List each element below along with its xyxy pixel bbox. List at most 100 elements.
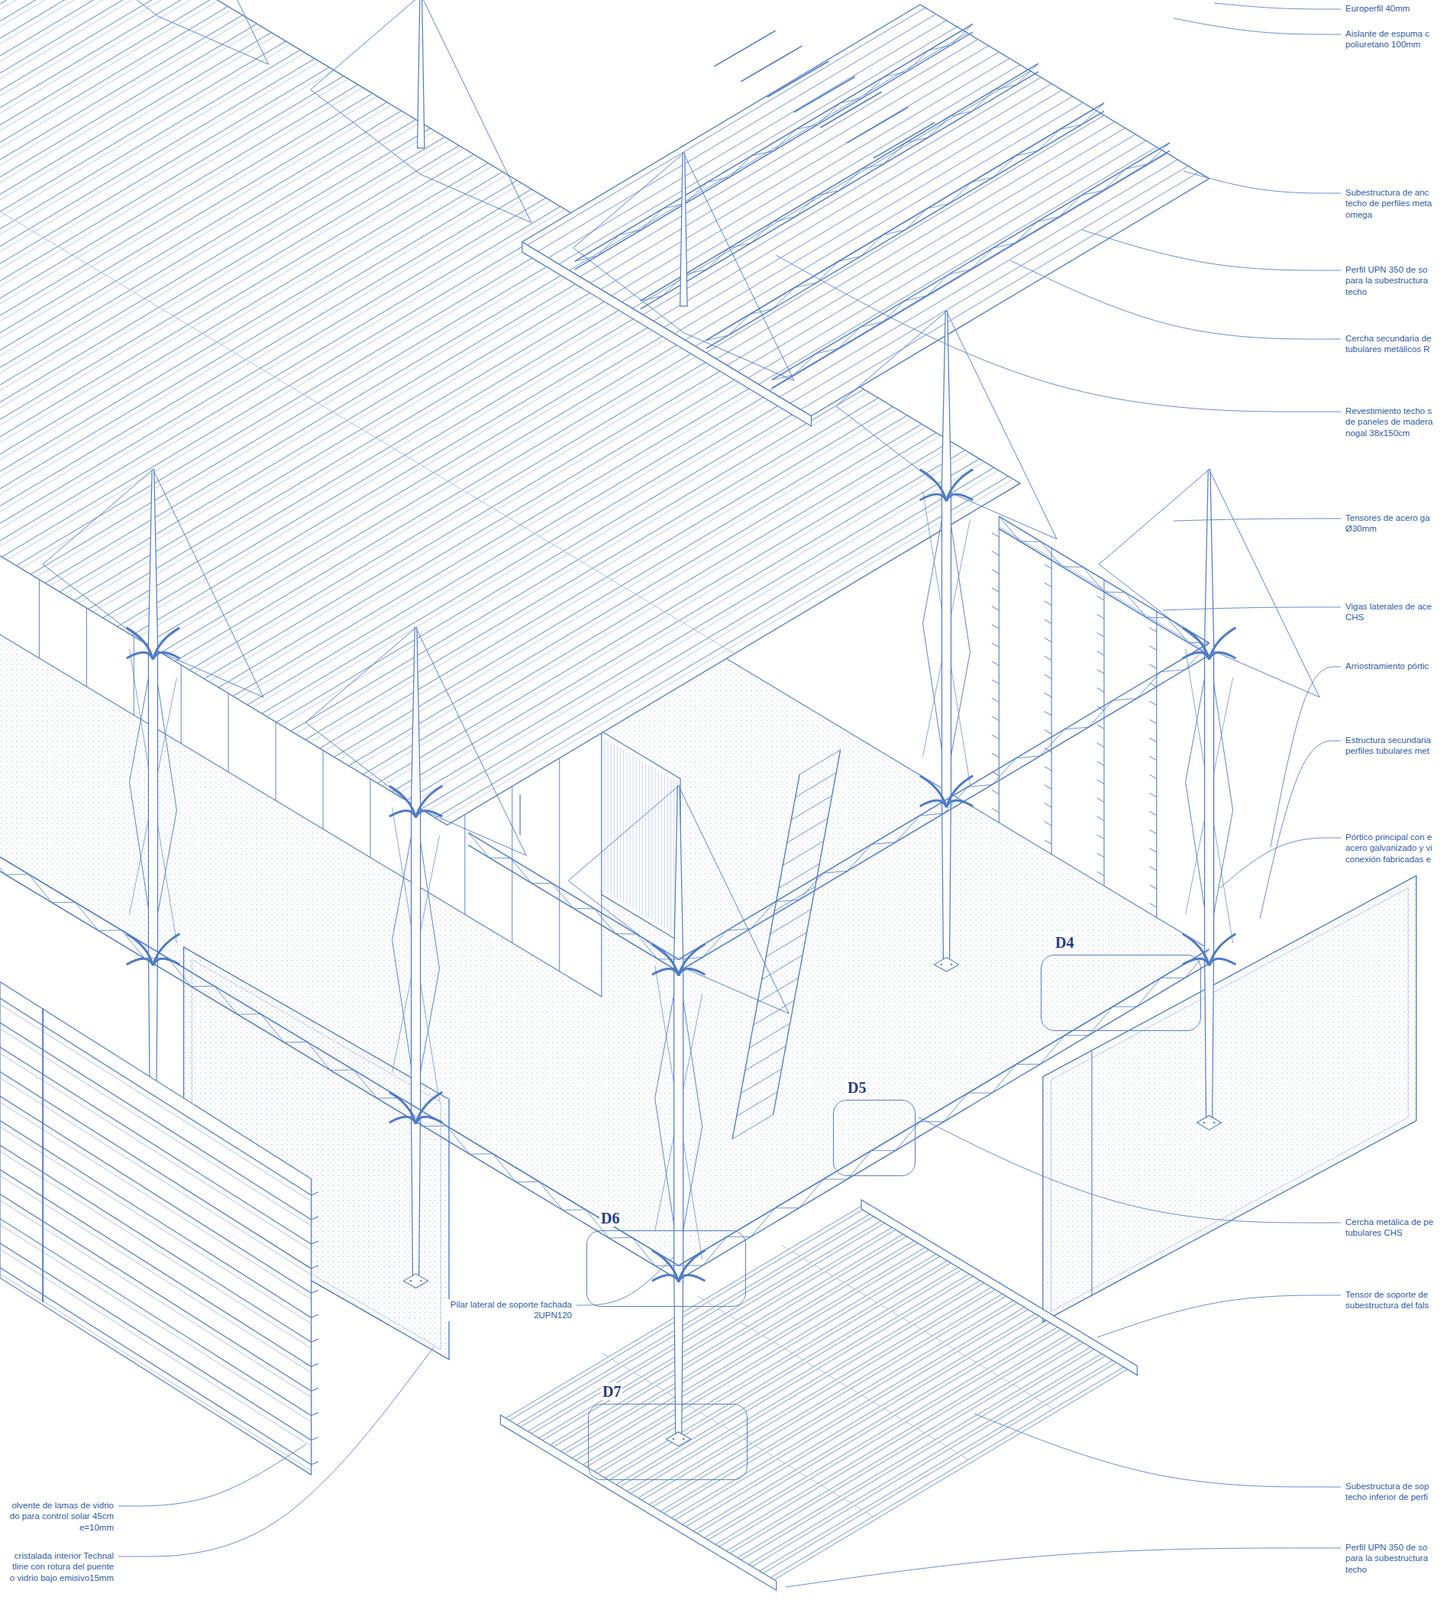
louvre-screen-blade [991, 642, 999, 647]
roof-slat [406, 458, 980, 801]
ceiling-slat [616, 1269, 981, 1487]
glass-louvre [0, 1095, 312, 1293]
louvre-screen-blade [1149, 848, 1157, 853]
roof-substructure-slat [716, 121, 1115, 359]
louvre-screen-blade [991, 697, 999, 702]
roof-slat [0, 0, 17, 221]
sliding-panel-hatch [651, 766, 653, 920]
ceiling-slat [693, 1315, 1058, 1534]
roof-slat [0, 15, 243, 357]
stair-step [787, 817, 828, 843]
glass-louvre [0, 1004, 312, 1202]
tension-rod [573, 152, 685, 248]
roof-slat [0, 171, 503, 514]
roof-slat [0, 209, 566, 551]
europerfil-strip [767, 61, 829, 97]
roof-slat [0, 0, 146, 299]
glass-louvre [0, 1120, 312, 1318]
roof-slat [0, 52, 305, 394]
tension-rod [683, 332, 795, 382]
roof-substructure-slat [590, 45, 989, 284]
steel-fork-connector [1209, 652, 1237, 659]
europerfil-strip [713, 30, 776, 67]
roof-slat [0, 128, 431, 470]
anchor-bolt [940, 963, 943, 966]
glass-louvre [0, 1022, 312, 1220]
europerfil-strip [846, 106, 908, 143]
louvre-screen-blade [1097, 669, 1105, 674]
louvre-screen-blade [1097, 816, 1105, 821]
sliding-panel-hatch [623, 749, 624, 903]
annotation-label: Tensor de soporte de subestructura del f… [1343, 1288, 1444, 1312]
ceiling-slat [748, 1349, 1113, 1567]
roof-edge-truss [468, 832, 679, 960]
annotation-label: Tensores de acero ga Ø30mm [1343, 512, 1444, 535]
louvre-screen-blade [1097, 724, 1105, 729]
leader-line [1183, 171, 1341, 194]
annotation-label: Vigas laterales de ace CHS [1343, 600, 1444, 624]
ceiling-slat [527, 1216, 892, 1434]
glass-louvre [0, 1224, 312, 1422]
roof-slat [0, 174, 508, 517]
louvre-screen-blade [1044, 839, 1052, 844]
europerfil-strip [794, 76, 856, 113]
roof-substructure-slat [600, 51, 999, 290]
upn-350-beam [861, 1199, 1137, 1376]
roof-substructure-slat [538, 13, 937, 252]
louvre-screen-blade [1149, 884, 1157, 889]
ceiling-slat [649, 1288, 1014, 1507]
steel-fork-connector [946, 469, 973, 501]
roof-substructure-slat [684, 102, 1083, 340]
detail-callout-box: D4 [1040, 954, 1202, 1031]
roof-slat [362, 432, 937, 775]
roof-slat [0, 139, 450, 482]
roof-slat [0, 0, 84, 262]
detail-callout-box: D5 [833, 1099, 916, 1176]
tension-rod [42, 469, 154, 565]
roof-slat [0, 23, 257, 365]
steel-fork-connector [389, 1116, 417, 1124]
roof-slat [319, 406, 894, 748]
stair-step [732, 1114, 773, 1139]
leader-line [1270, 666, 1341, 847]
louvre-screen-blade [1149, 810, 1157, 815]
louvre-screen-blade [991, 551, 999, 556]
roof-slat [339, 418, 913, 760]
louvre-bracket [311, 1265, 319, 1269]
louvre-screen-blade [1044, 803, 1052, 808]
roof-slat [353, 426, 927, 769]
louvre-screen-post [1051, 548, 1053, 855]
secondary-truss [771, 142, 1170, 381]
louvre-screen-blade [1044, 729, 1052, 734]
roof-substructure-slat [779, 159, 1178, 398]
roof-slat [420, 467, 995, 809]
steel-fork-connector [1209, 933, 1237, 966]
annotation-label: Subestructura de sop techo inferior de p… [1343, 1480, 1444, 1503]
louvre-screen-blade [1097, 761, 1105, 766]
sliding-panel-hatch [661, 771, 663, 925]
base-plate [666, 1431, 692, 1447]
roof-slat [0, 189, 532, 531]
roof-slat [0, 0, 175, 317]
tension-rod [420, 174, 532, 223]
roof-substructure-slat [642, 77, 1041, 315]
roof-edge-truss [998, 516, 1209, 643]
louvre-screen-blade [1044, 600, 1052, 605]
mast-column [148, 469, 158, 1123]
leader-lines [118, 3, 1341, 1587]
roof-slat [439, 478, 1014, 821]
glass-louvre [0, 1028, 312, 1226]
roof-substructure-slat [558, 26, 957, 265]
roof-slat [0, 93, 373, 435]
louvre-screen-blade [1044, 710, 1052, 715]
leader-line [1097, 1294, 1341, 1337]
base-plate [1197, 1115, 1222, 1131]
steel-fork-connector [152, 627, 180, 659]
roof-slat [276, 380, 850, 722]
roof-slat [251, 365, 826, 708]
steel-fork-connector [126, 652, 154, 659]
tension-rod [836, 311, 947, 407]
louvre-screen-blade [1149, 866, 1157, 871]
stair-step [757, 977, 798, 1002]
louvre-screen-blade [1097, 595, 1105, 600]
